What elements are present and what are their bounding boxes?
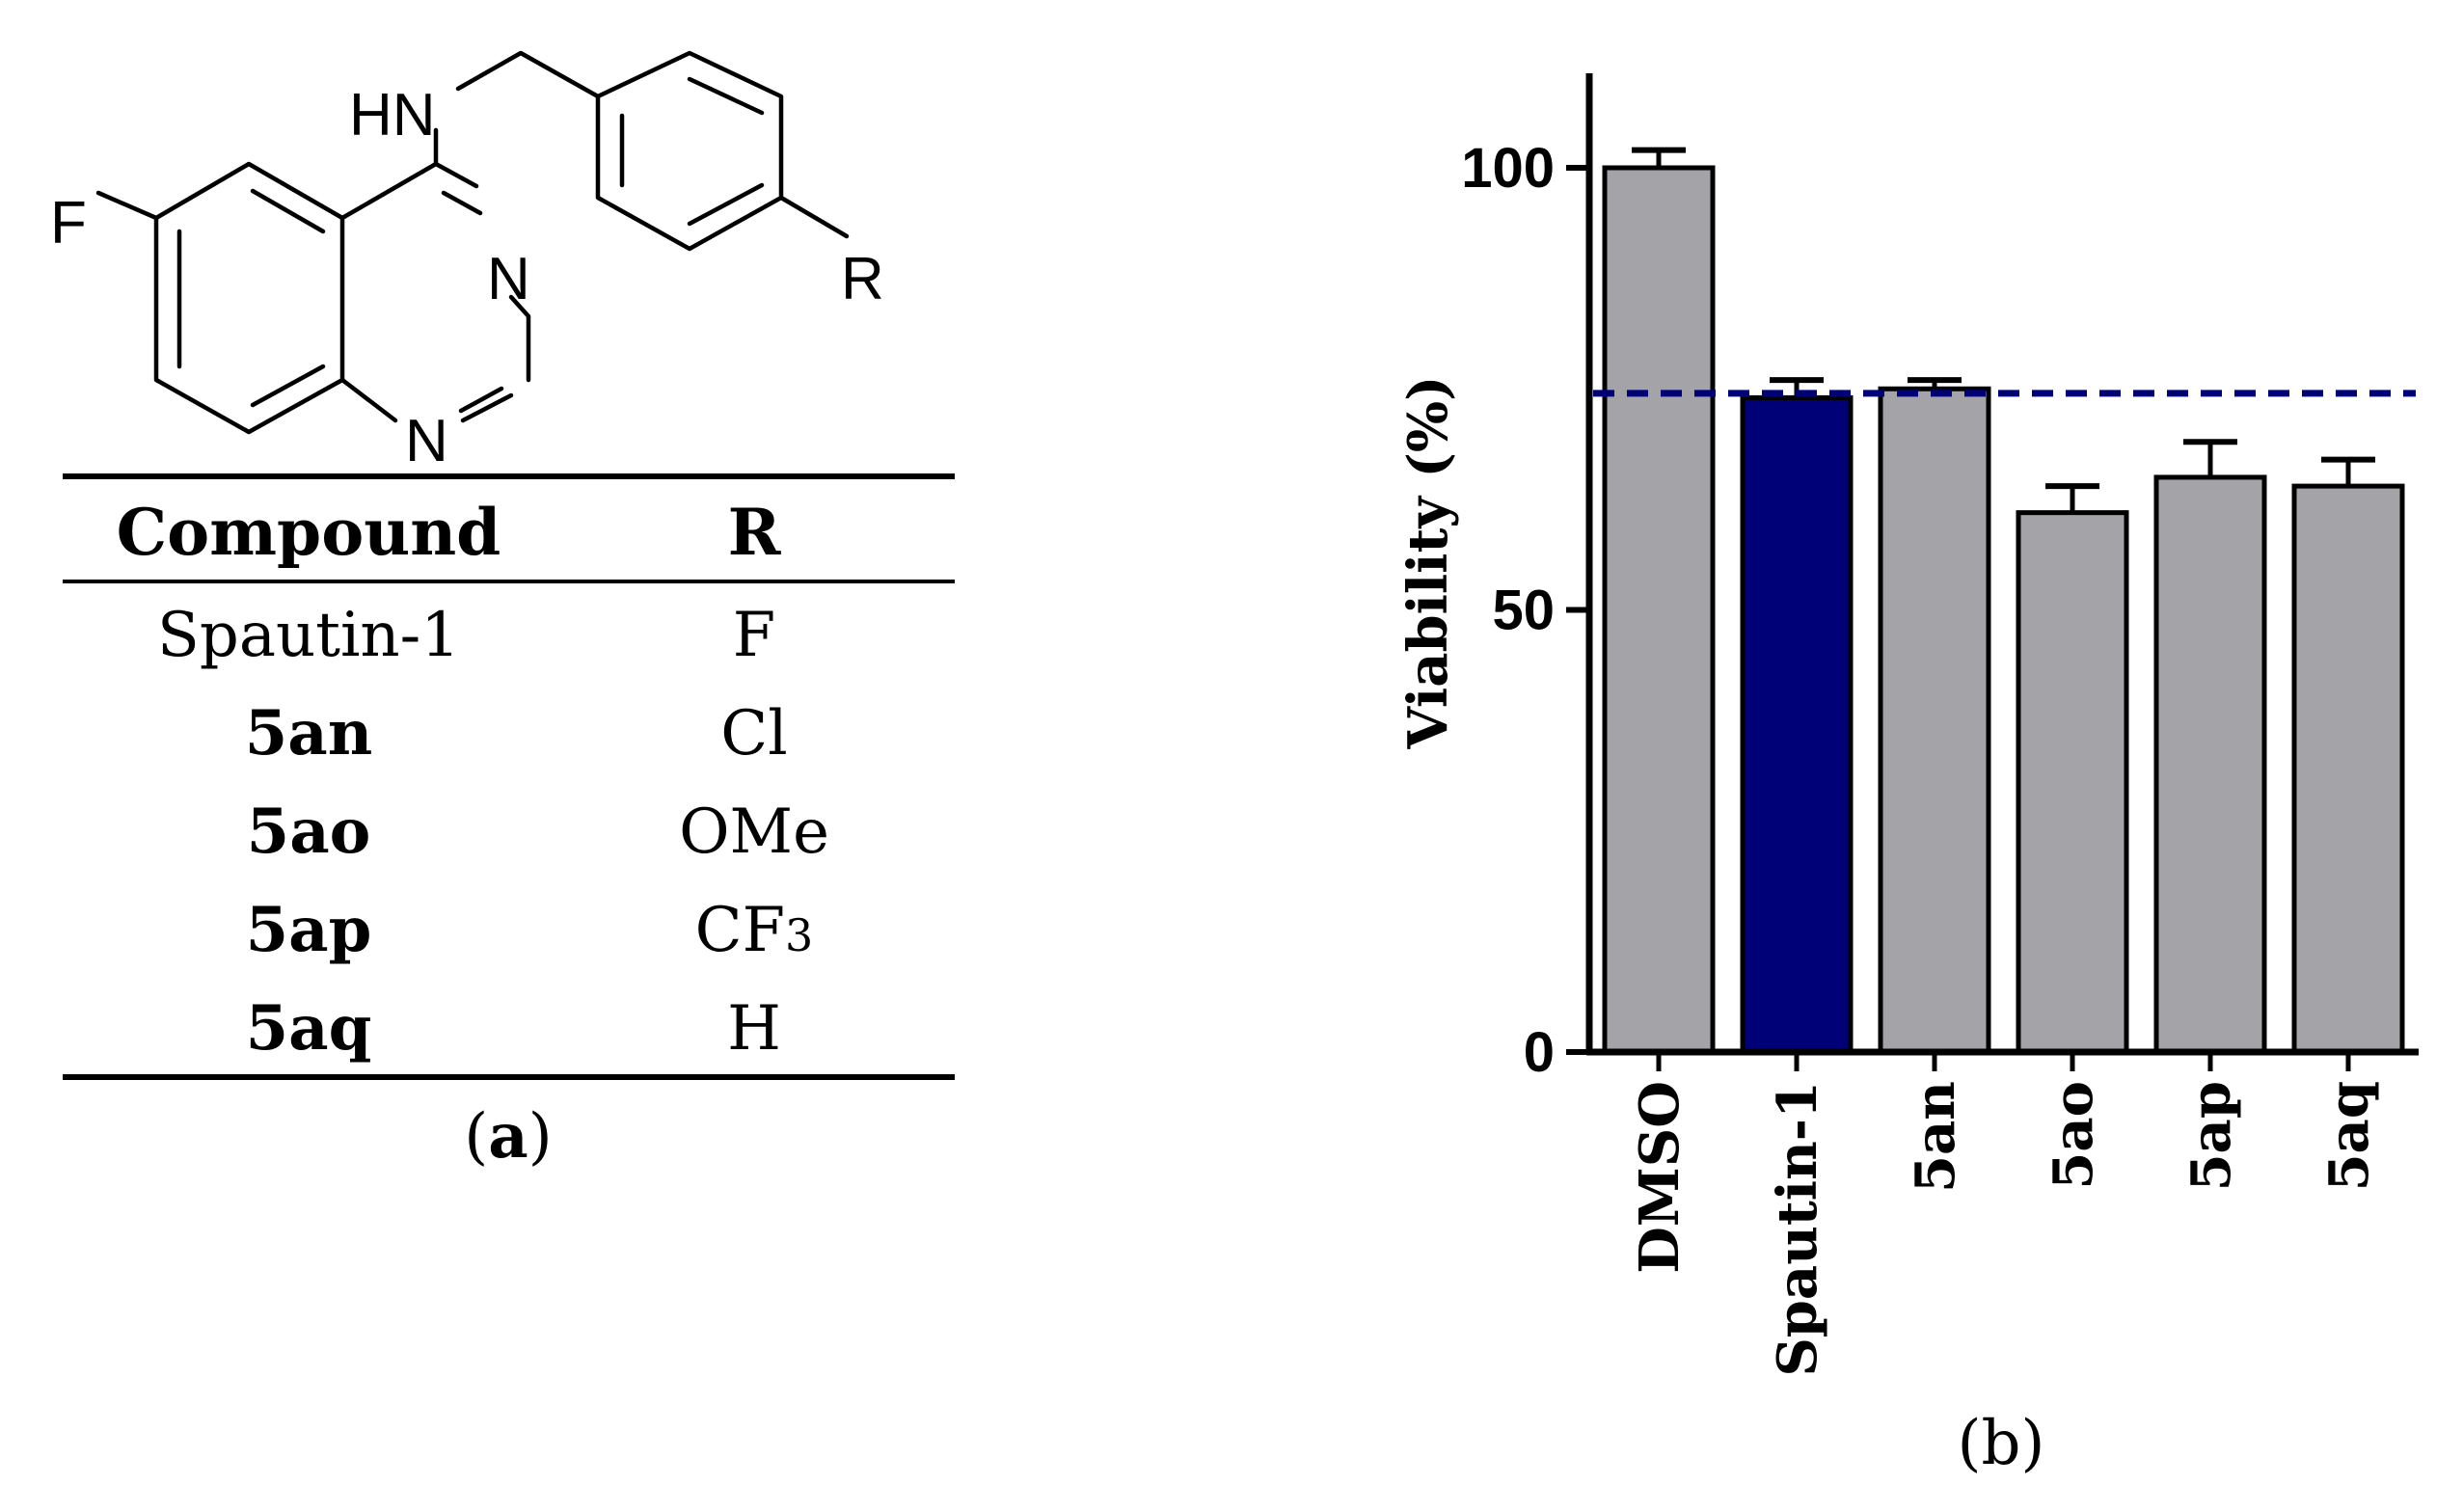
x-tick-label: 5ao [2042,1081,2105,1190]
table-cell-compound: Spautin-1 [157,600,460,671]
table-cell-compound: 5ap [246,894,372,966]
phenyl-ring [595,50,784,252]
x-tick-label: DMSO [1628,1081,1692,1274]
table-header-compound: Compound [117,495,501,570]
x-tick-label: 5aq [2317,1081,2381,1191]
table-cell-r: F [733,600,775,671]
pyrimidine-inner-bond [441,190,504,414]
x-tick-label: 5ap [2179,1081,2243,1191]
atom-label-n-bottom: N [405,408,448,474]
bar-5ap [2153,474,2267,1055]
atom-label-f: F [50,190,87,256]
y-axis-title: Viability (%) [1396,375,1460,749]
atom-label-n-top: N [487,246,530,312]
table-cell-r: OMe [679,796,829,868]
table-cell-r: H [727,993,781,1065]
r-group-subscript: 3 [785,909,813,961]
caption-a-letter: a [488,1100,528,1173]
ch2-bonds [455,50,601,99]
caption-a-close: ) [528,1101,553,1173]
table-cell-compound: 5ao [247,796,371,868]
x-tick-label: 5an [1904,1081,1967,1193]
y-tick-label: 0 [1524,1021,1555,1084]
panel-a: F HN N N R Compound R Spautin-1 F 5an Cl 5ao… [50,50,955,1173]
r-group-label: OMe [679,796,829,868]
panel-b: 0 50 100 DMSO Spautin-1 5an 5ao 5ap 5aq Viabili… [1396,73,2419,1479]
atom-label-hn: HN [349,82,436,148]
bar-5ao [2016,510,2129,1055]
table-rows: Spautin-1 F 5an Cl 5ao OMe 5ap CF3 5aq H [157,600,829,1065]
bar-5aq [2291,483,2405,1055]
r-group-label: Cl [720,698,787,770]
benzo-inner-bonds [176,188,326,408]
table-header-r: R [728,495,782,570]
table-cell-compound: 5aq [246,992,372,1065]
y-tick-label: 50 [1492,580,1555,642]
bar-spautin-1 [1740,394,1854,1055]
r-group-label: H [727,993,781,1065]
panel-b-caption: (b) [1958,1408,2045,1479]
error-bars [1632,147,2375,513]
atom-labels: F HN N N R [50,82,884,474]
chemical-structure [95,50,850,435]
bar-dmso [1602,165,1716,1055]
bar-5an [1878,386,1991,1055]
r-group-label: F [733,600,775,671]
table-cell-r: CF3 [695,895,814,966]
r-group-label: CF [695,895,785,966]
bar-chart: 0 50 100 DMSO Spautin-1 5an 5ao 5ap 5aq Viabili… [1396,73,2419,1377]
x-tick-labels: DMSO Spautin-1 5an 5ao 5ap 5aq [1628,1052,2381,1377]
atom-label-r: R [841,246,884,312]
y-ticks: 0 50 100 [1461,137,1589,1084]
caption-a-open: ( [464,1101,488,1173]
fluoro-bond [95,190,159,221]
phenyl-inner-bonds [619,76,765,227]
x-tick-label: Spautin-1 [1766,1081,1829,1377]
table-cell-compound: 5an [245,697,373,770]
bars [1602,165,2405,1055]
y-tick-label: 100 [1461,137,1555,200]
substituent-table: Compound R Spautin-1 F 5an Cl 5ao OMe 5ap CF3 5a… [63,473,955,1080]
table-cell-r: Cl [720,698,787,770]
panel-a-caption: (a) [464,1100,552,1173]
benzo-ring [153,161,345,435]
r-bond [778,195,850,239]
